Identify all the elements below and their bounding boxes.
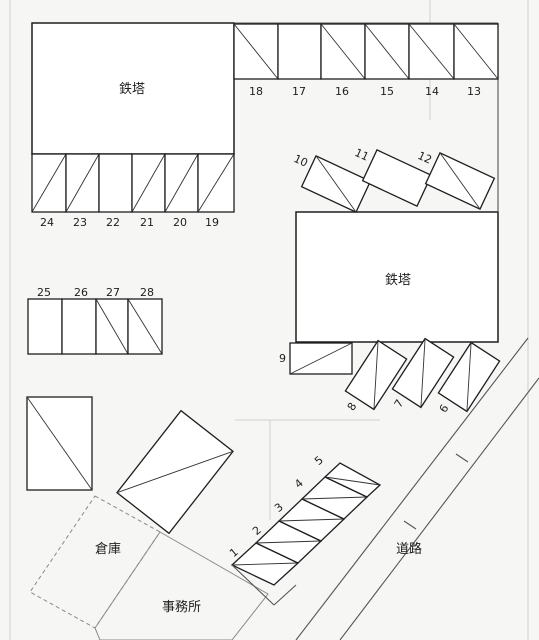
warehouse-label: 倉庫 (95, 542, 121, 557)
space-number: 1 (227, 545, 241, 559)
space-number: 16 (335, 85, 349, 98)
parking-space-10 (300, 155, 372, 213)
parking-space-11 (361, 149, 433, 207)
space-number: 4 (292, 476, 306, 490)
space-number: 15 (380, 85, 394, 98)
parking-space-17: 17 (277, 23, 322, 98)
space-number: 12 (416, 149, 434, 167)
parking-space-unnumbered-left (26, 396, 93, 491)
road: 道路 (295, 337, 539, 640)
space-number: 27 (106, 286, 120, 299)
parking-space-16: 16 (320, 23, 366, 98)
parking-space-24: 24 (31, 153, 67, 229)
parking-space-22: 22 (98, 153, 133, 229)
space-number: 6 (437, 402, 452, 415)
parking-space-28: 28 (127, 286, 163, 355)
tower-east-label: 鉄塔 (385, 273, 411, 288)
tower-east: 鉄塔 (295, 211, 499, 343)
space-number: 10 (292, 152, 310, 170)
space-number: 22 (106, 216, 120, 229)
space-row-25-28: 25 26 27 28 (27, 286, 163, 355)
space-number: 13 (467, 85, 481, 98)
parking-space-6 (437, 341, 501, 413)
space-number: 20 (173, 216, 187, 229)
space-number: 23 (73, 216, 87, 229)
parking-space-7 (391, 337, 455, 409)
space-row-1-5: 1 2 3 4 5 (227, 453, 382, 606)
parking-space-27: 27 (95, 286, 129, 355)
space-number: 2 (250, 523, 264, 537)
space-number: 14 (425, 85, 439, 98)
space-number: 7 (392, 397, 407, 410)
background-texture (9, 0, 529, 640)
space-number: 24 (40, 216, 54, 229)
parking-space-18: 18 (233, 23, 279, 98)
space-number: 25 (37, 286, 51, 299)
parking-space-25: 25 (27, 286, 63, 355)
office-label: 事務所 (162, 600, 201, 615)
parking-space-15: 15 (364, 23, 410, 98)
space-number: 9 (279, 352, 286, 365)
space-number: 18 (249, 85, 263, 98)
parking-space-23: 23 (65, 153, 100, 229)
parking-space-8 (344, 339, 408, 411)
space-number: 8 (345, 400, 360, 413)
warehouse-building: 倉庫 (29, 495, 161, 629)
parking-space-20: 20 (164, 153, 199, 229)
space-row-10-12: 10 11 12 (292, 146, 496, 213)
space-number: 19 (205, 216, 219, 229)
space-row-6-8: 8 7 6 (344, 337, 501, 415)
parking-space-21: 21 (131, 153, 166, 229)
space-number: 28 (140, 286, 154, 299)
space-number: 5 (312, 453, 326, 467)
office-building: 事務所 (94, 531, 269, 640)
parking-space-unnumbered-center (116, 409, 234, 535)
space-number: 26 (74, 286, 88, 299)
space-number: 17 (292, 85, 306, 98)
space-number: 11 (353, 146, 371, 164)
space-row-13-18: 18 17 16 15 14 13 (233, 23, 499, 98)
parking-space-13: 13 (453, 23, 499, 98)
tower-north-label: 鉄塔 (119, 82, 145, 97)
parking-space-19: 19 (197, 153, 235, 229)
space-row-19-24: 24 23 22 21 20 19 (31, 153, 235, 229)
parking-space-26: 26 (61, 286, 97, 355)
parking-space-12 (424, 152, 496, 210)
parking-space-14: 14 (408, 23, 455, 98)
tower-north: 鉄塔 (31, 22, 235, 155)
space-number: 3 (272, 500, 286, 514)
road-label: 道路 (396, 541, 422, 557)
parking-space-9: 9 (279, 342, 353, 375)
space-number: 21 (140, 216, 154, 229)
